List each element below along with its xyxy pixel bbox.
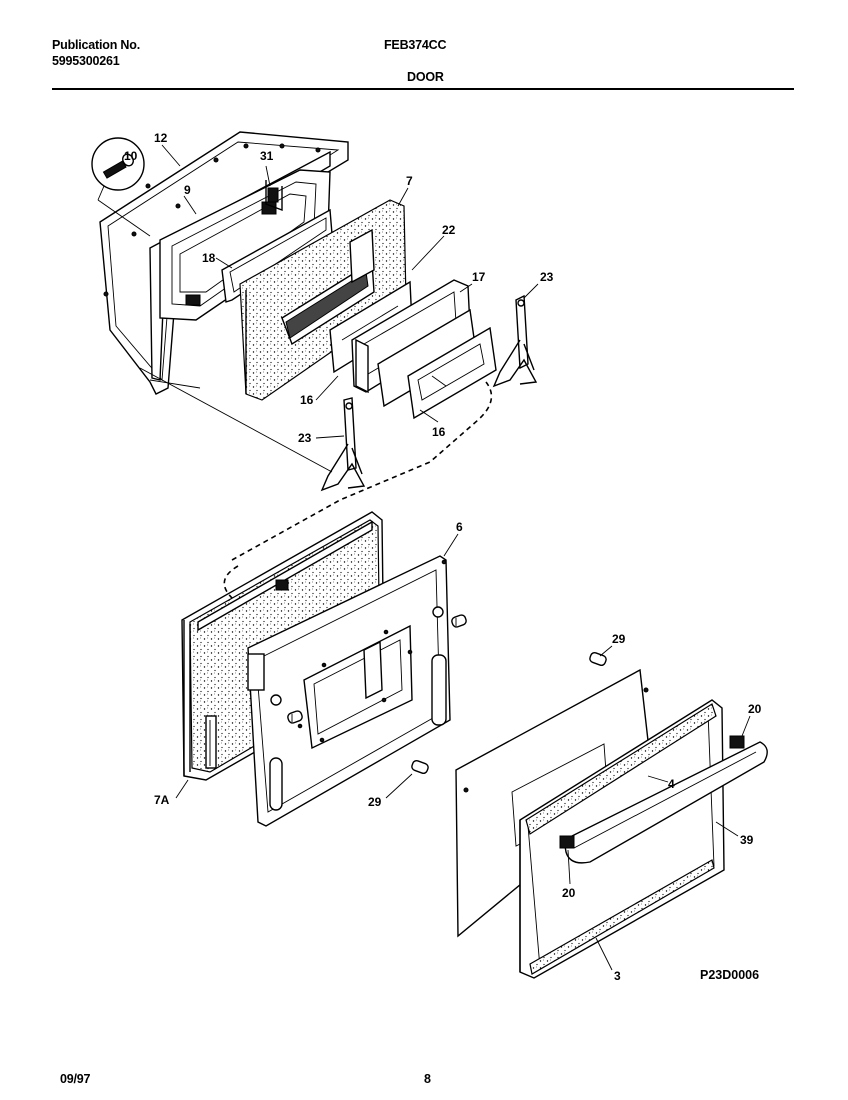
part-7-insulation-panel: [239, 199, 407, 401]
diagram-code: P23D0006: [700, 968, 759, 982]
part-29-spacer-top: [589, 651, 607, 667]
part-29-spacer-bottom: [411, 759, 429, 775]
part-23-hinge-right: [492, 294, 538, 388]
callout-3: 3: [614, 969, 621, 983]
model-number: FEB374CC: [384, 38, 447, 52]
callout-4: 4: [668, 777, 675, 791]
liner-screw-top: [451, 614, 467, 628]
callout-7: 7: [406, 174, 413, 188]
publication-label: Publication No.: [52, 38, 140, 52]
callout-29-bottom: 29: [368, 795, 382, 809]
header-rule: [52, 88, 794, 90]
callout-20-top: 20: [748, 702, 762, 716]
part-10-screw: [91, 137, 151, 237]
leader-lines: [161, 144, 751, 971]
callout-10: 10: [124, 149, 138, 163]
callout-31: 31: [260, 149, 274, 163]
callout-16-left: 16: [300, 393, 314, 407]
callout-12: 12: [154, 131, 168, 145]
page-number: 8: [424, 1072, 431, 1086]
callout-22: 22: [442, 223, 456, 237]
callout-7a: 7A: [154, 793, 170, 807]
callout-20-bottom: 20: [562, 886, 576, 900]
part-16-glass-panes: [377, 308, 497, 420]
callout-23-left: 23: [298, 431, 312, 445]
callout-39: 39: [740, 833, 754, 847]
callout-labels: 12 10 9 31 7 18 22 17 23 16 16 23 6 29 2…: [124, 131, 762, 983]
callout-6: 6: [456, 520, 463, 534]
callout-18: 18: [202, 251, 216, 265]
callout-23-right: 23: [540, 270, 554, 284]
part-6-inner-door-liner: [247, 555, 451, 827]
part-20-handle-end-caps: [559, 735, 745, 849]
section-title: DOOR: [407, 70, 444, 84]
part-23-hinge-left: [320, 397, 366, 492]
liner-screw-bottom: [287, 710, 303, 724]
publication-number: 5995300261: [52, 54, 120, 68]
footer-date: 09/97: [60, 1072, 91, 1086]
callout-17: 17: [472, 270, 486, 284]
callout-29-top: 29: [612, 632, 626, 646]
callout-9: 9: [184, 183, 191, 197]
callout-16-right: 16: [432, 425, 446, 439]
part-31-bracket: [265, 180, 283, 212]
